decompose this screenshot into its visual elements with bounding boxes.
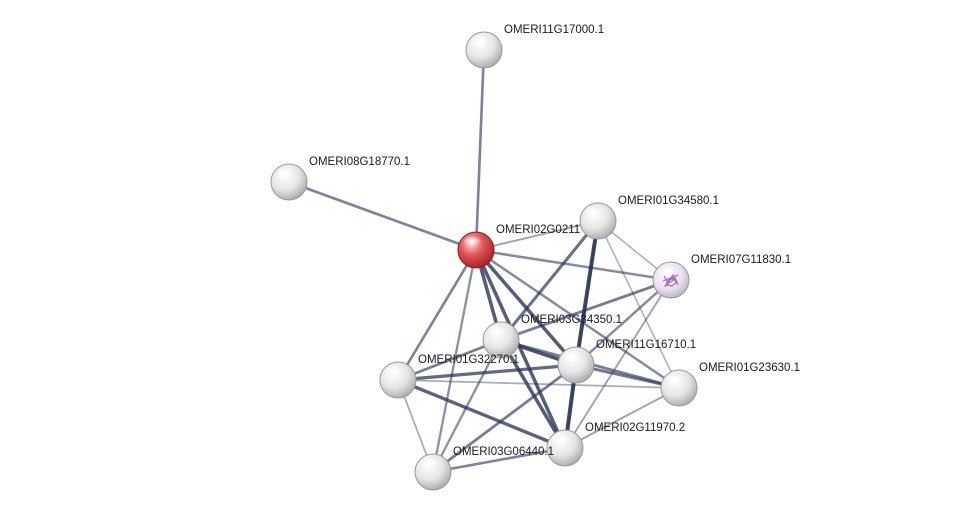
node-label: OMERI08G18770.1: [309, 156, 410, 168]
node-highlight: [420, 458, 438, 468]
node-highlight: [471, 36, 489, 46]
node-omeri08g18770-1[interactable]: OMERI08G18770.1: [271, 156, 410, 200]
node-highlight: [488, 326, 506, 336]
node-label: OMERI01G32270.1: [418, 354, 519, 366]
node-label: OMERI01G23630.1: [699, 362, 800, 374]
node-highlight: [658, 266, 676, 276]
edge-13[interactable]: [598, 221, 679, 388]
node-label: OMERI02G0211: [496, 224, 580, 236]
node-omeri07g11830-1[interactable]: OMERI07G11830.1: [653, 254, 791, 298]
node-highlight: [276, 168, 294, 178]
node-layer: OMERI11G17000.1OMERI08G18770.1OMERI02G02…: [271, 24, 800, 490]
edge-3[interactable]: [476, 250, 671, 280]
edge-0[interactable]: [476, 50, 484, 250]
node-label: OMERI01G34580.1: [618, 195, 719, 207]
node-omeri01g23630-1[interactable]: OMERI01G23630.1: [661, 362, 800, 406]
node-label: OMERI07G11830.1: [691, 254, 791, 266]
edge-30[interactable]: [565, 388, 679, 448]
node-label: OMERI02G11970.2: [585, 422, 685, 434]
node-label: OMERI03G34350.1: [521, 314, 622, 326]
node-highlight: [585, 207, 603, 217]
node-highlight: [552, 434, 570, 444]
node-highlight: [385, 366, 403, 376]
node-label: OMERI11G16710.1: [596, 339, 696, 351]
node-highlight: [463, 236, 481, 246]
node-highlight: [666, 374, 684, 384]
node-omeri11g17000-1[interactable]: OMERI11G17000.1: [466, 24, 604, 68]
node-highlight: [563, 351, 581, 361]
edge-1[interactable]: [289, 182, 476, 250]
node-label: OMERI11G17000.1: [504, 24, 604, 36]
node-omeri01g34580-1[interactable]: OMERI01G34580.1: [580, 195, 719, 239]
node-label: OMERI03G06440.1: [453, 446, 554, 458]
